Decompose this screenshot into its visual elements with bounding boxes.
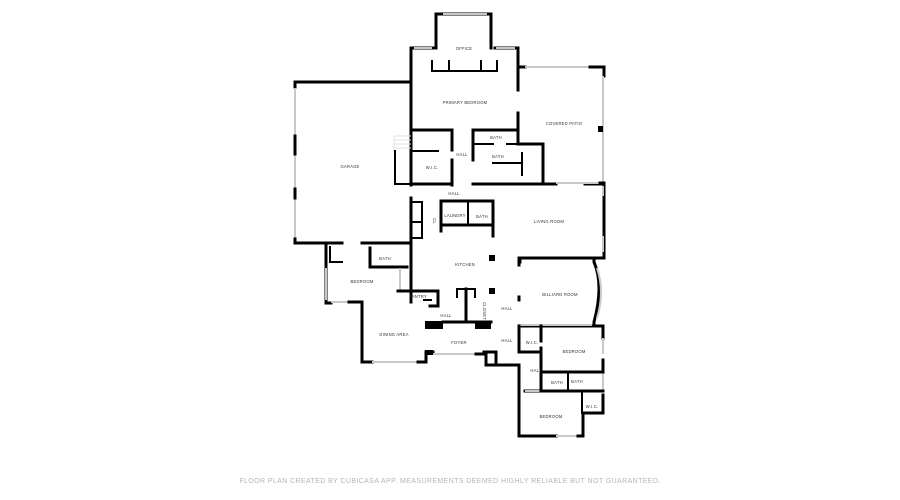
walls-right-bedrooms bbox=[494, 324, 605, 438]
label-bath-primary-2: BATH bbox=[492, 154, 504, 159]
walls-kitchen-foyer bbox=[360, 256, 521, 367]
label-bedroom-right-2: BEDROOM bbox=[539, 414, 562, 419]
label-wic-right-1: W.I.C. bbox=[526, 340, 539, 345]
walls-center bbox=[409, 181, 606, 294]
footer-disclaimer: FLOOR PLAN CREATED BY CUBICASA APP. MEAS… bbox=[239, 478, 661, 485]
label-hall-right-2: HALL bbox=[501, 338, 513, 343]
walls-primary-suite bbox=[393, 12, 545, 187]
label-closet-small: CL bbox=[432, 218, 437, 224]
label-kitchen: KITCHEN bbox=[455, 262, 475, 267]
label-billiard-room: BILLIARD ROOM bbox=[542, 292, 578, 297]
label-bath-primary-1: BATH bbox=[490, 135, 502, 140]
label-bedroom-left: BEDROOM bbox=[350, 279, 373, 284]
label-wic-right-2: W.I.C. bbox=[586, 404, 599, 409]
label-laundry: LAUNDRY bbox=[444, 213, 465, 218]
label-bath-right-1: BATH bbox=[551, 380, 563, 385]
label-bath-left: BATH bbox=[379, 256, 391, 261]
label-dining-area: DINING AREA bbox=[379, 332, 408, 337]
label-pantry: PANTRY bbox=[409, 294, 427, 299]
room-labels: OFFICE PRIMARY BEDROOM COVERED PATIO GAR… bbox=[340, 46, 598, 419]
label-office: OFFICE bbox=[456, 46, 473, 51]
label-bath-laundry: BATH bbox=[476, 214, 488, 219]
label-hall-primary: HALL bbox=[456, 152, 468, 157]
label-hall-right-3: HALL bbox=[530, 368, 542, 373]
label-hall-center: HALL bbox=[448, 191, 460, 196]
label-foyer: FOYER bbox=[451, 340, 466, 345]
label-primary-bedroom: PRIMARY BEDROOM bbox=[443, 100, 488, 105]
walls-garage bbox=[293, 80, 413, 245]
walls-left-bedroom bbox=[324, 241, 440, 308]
label-closet-foyer: CLOSET bbox=[482, 302, 487, 320]
label-wic-primary: W.I.C. bbox=[426, 165, 439, 170]
label-bath-right-2: BATH bbox=[571, 379, 583, 384]
label-bedroom-right-1: BEDROOM bbox=[562, 349, 585, 354]
label-garage: GARAGE bbox=[340, 164, 359, 169]
label-living-room: LIVING ROOM bbox=[534, 219, 564, 224]
label-covered-patio: COVERED PATIO bbox=[546, 121, 583, 126]
label-hall-right-1: HALL bbox=[501, 306, 513, 311]
walls-billiard bbox=[517, 256, 605, 328]
label-hall-kitchen: HALL bbox=[440, 313, 452, 318]
stairs bbox=[393, 135, 411, 185]
